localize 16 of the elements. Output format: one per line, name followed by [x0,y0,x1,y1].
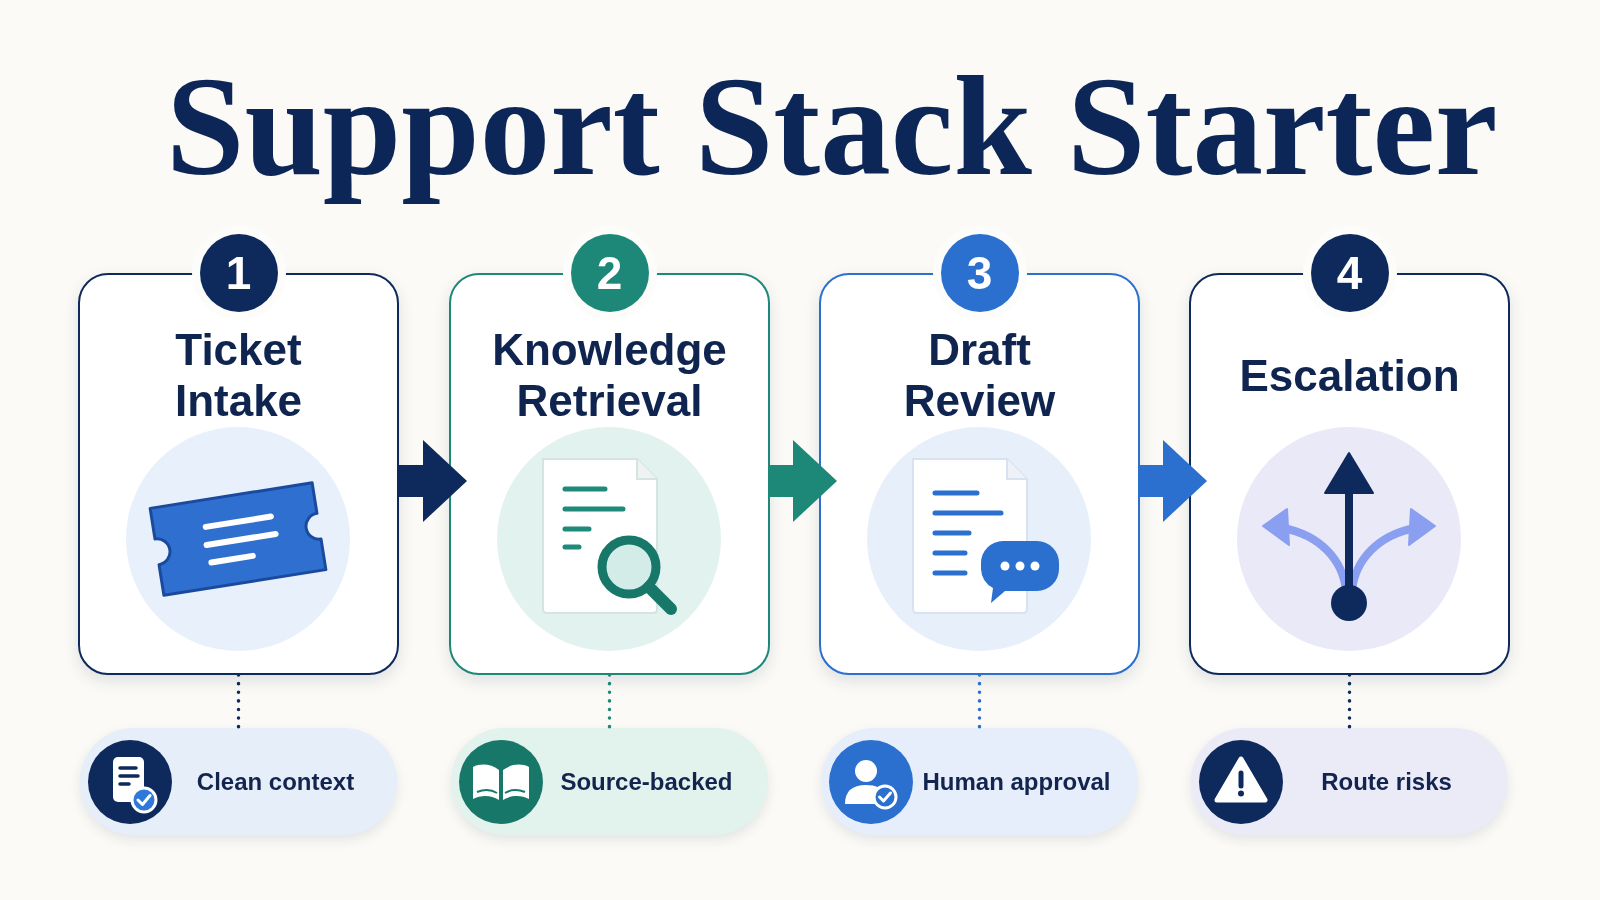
flow-arrow [1140,440,1207,522]
pill-label: Source-backed [559,767,734,796]
step-title: Escalation [1239,349,1460,401]
pill-label: Route risks [1320,767,1453,796]
flow-arrow [770,440,837,522]
dotted-connector [977,673,982,730]
step-title: Knowledge Retrieval [492,324,727,426]
pill-label: Human approval [921,767,1112,796]
pill-label: Clean context [195,767,356,796]
dotted-connector [1347,673,1352,730]
dotted-connector [236,673,241,730]
title: Support Stack Starter [166,47,1498,206]
step-title: Draft Review [902,324,1057,426]
flow-arrow [399,440,467,522]
step-title: Ticket Intake [173,324,304,426]
dotted-connector [607,673,612,730]
